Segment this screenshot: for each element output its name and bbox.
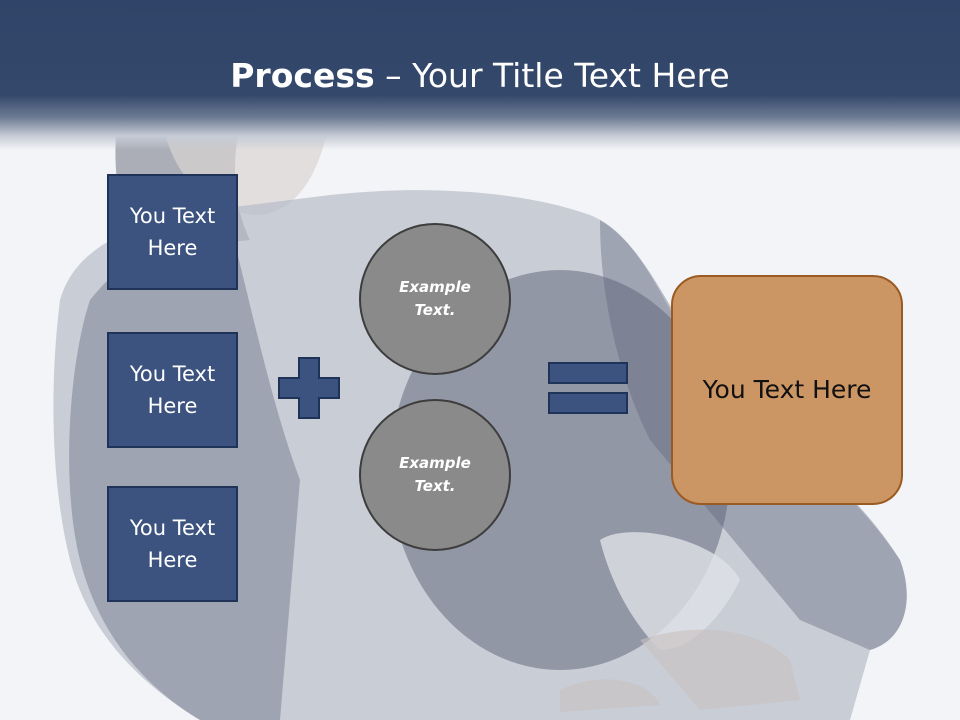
equals-icon bbox=[548, 362, 628, 414]
operand-circle-2-label: Example Text. bbox=[399, 454, 471, 495]
input-box-3-label: You Text Here bbox=[129, 516, 216, 572]
input-box-2-label: You Text Here bbox=[129, 362, 216, 418]
input-box-3: You Text Here bbox=[107, 486, 238, 602]
result-box-label: You Text Here bbox=[702, 375, 872, 404]
plus-icon bbox=[278, 357, 340, 419]
page-title: Process – Your Title Text Here bbox=[0, 52, 960, 100]
header-band bbox=[0, 0, 960, 150]
title-rest: – Your Title Text Here bbox=[374, 56, 730, 95]
operand-circle-1-label: Example Text. bbox=[399, 278, 471, 319]
input-box-1: You Text Here bbox=[107, 174, 238, 290]
input-box-2: You Text Here bbox=[107, 332, 238, 448]
operand-circle-2: Example Text. bbox=[359, 399, 511, 551]
result-box: You Text Here bbox=[671, 275, 903, 505]
input-box-1-label: You Text Here bbox=[129, 204, 216, 260]
operand-circle-1: Example Text. bbox=[359, 223, 511, 375]
title-bold: Process bbox=[230, 56, 375, 95]
